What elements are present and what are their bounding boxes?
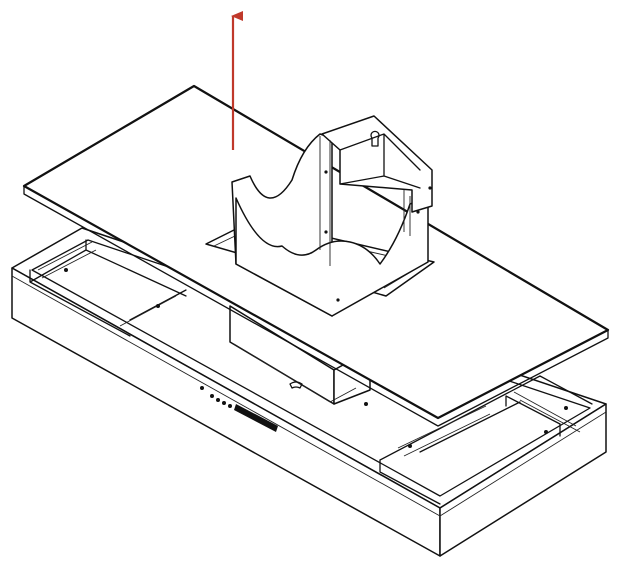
control-panel [200,386,278,432]
motor-housing-tab [289,381,303,389]
housing-screw [364,402,368,406]
screw-5 [564,406,568,410]
top-panel-edge [23,185,609,427]
bracket-hole-3 [416,210,420,214]
screw-1 [64,268,68,272]
screw-3 [544,430,548,434]
control-button-2 [216,398,220,402]
motor-housing-lines [233,343,357,403]
bracket-hole-1 [324,170,328,174]
bracket-hole-4 [336,298,340,302]
hood-body-left-bracket [37,241,177,327]
bracket-hole-5 [428,186,432,190]
bracket-fold-lines [319,136,411,266]
hood-body-front-lip [11,275,607,517]
control-display-bar [234,404,278,432]
bracket-front-plate [235,197,429,317]
hood-body-inner-rim [31,239,591,497]
control-button-1 [210,394,214,398]
control-dot [200,386,204,390]
control-button-4 [228,404,232,408]
control-button-3 [222,401,226,405]
bracket-box-inner-edges [339,133,421,189]
hood-body-right-face [439,403,607,557]
bracket-keyhole [370,130,380,147]
screw-2 [156,304,160,308]
chimney-bracket [231,115,433,317]
bracket-back-box [321,115,433,213]
screw-4 [408,444,412,448]
hood-body-left-frame [29,239,187,337]
hood-body-right-bracket [397,391,581,457]
bracket-hole-2 [324,230,328,234]
